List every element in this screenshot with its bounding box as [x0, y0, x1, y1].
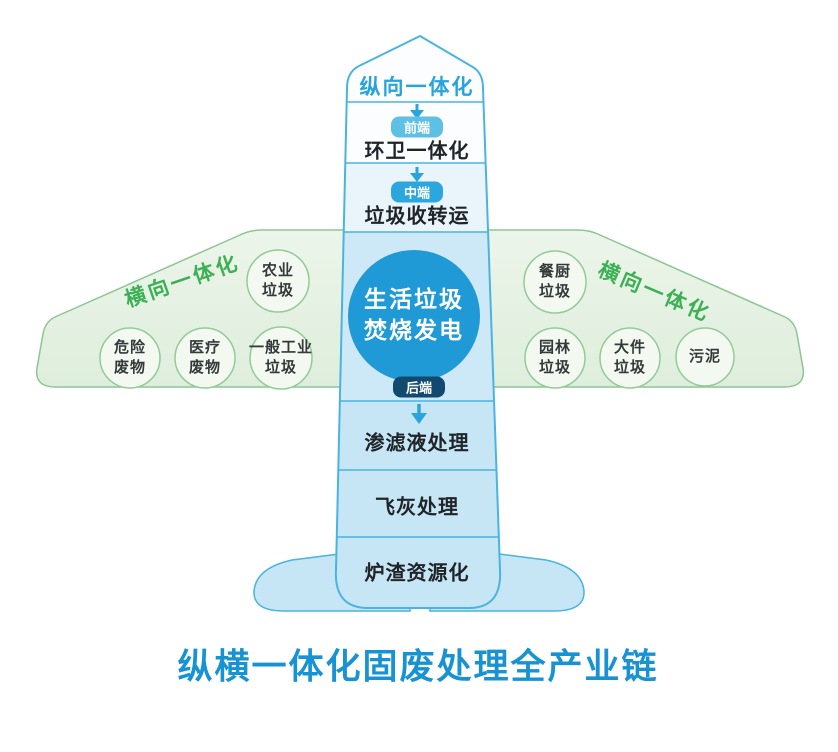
node-circle-medical [174, 327, 236, 389]
core-node-label: 生活垃圾 焚烧发电 [364, 286, 464, 343]
vertical-axis-label: 纵向一体化 [359, 76, 475, 99]
node-circle-garden [524, 327, 586, 389]
page-title: 纵横一体化固废处理全产业链 [177, 647, 659, 687]
node-label-garden: 园林 垃圾 [538, 339, 572, 376]
flow-arrows [410, 104, 427, 424]
front-stage-label: 环卫一体化 [364, 140, 470, 163]
node-circle-agriculture [246, 249, 310, 313]
node-label-hazardous: 危险 废物 [113, 339, 147, 376]
fuselage-outline [334, 34, 502, 609]
front-stage-badge: 前端 [390, 116, 444, 138]
node-label-industrial: 一般工业 垃圾 [248, 339, 314, 376]
node-circle-sludge [675, 327, 735, 387]
middle-stage-badge: 中端 [390, 181, 444, 203]
node-label-bulky: 大件 垃圾 [613, 339, 647, 376]
node-label-kitchen: 餐厨 垃圾 [538, 263, 572, 300]
node-label-medical: 医疗 废物 [188, 339, 222, 376]
middle-stage-label: 垃圾收转运 [364, 205, 470, 228]
downstream-section-fill [335, 401, 501, 608]
node-label-agriculture: 农业 垃圾 [261, 262, 295, 299]
node-circle-bulky [599, 327, 661, 389]
downstream-label-flyash: 飞灰处理 [375, 496, 459, 519]
node-circle-kitchen [523, 250, 587, 314]
node-circle-hazardous [99, 327, 161, 389]
core-circle [348, 250, 480, 382]
node-label-sludge: 污泥 [688, 348, 722, 365]
downstream-label-slag: 炉渣资源化 [364, 562, 470, 585]
downstream-label-leachate: 渗滤液处理 [364, 432, 470, 455]
back-stage-badge: 后端 [392, 376, 446, 398]
node-circle-industrial [249, 326, 313, 390]
